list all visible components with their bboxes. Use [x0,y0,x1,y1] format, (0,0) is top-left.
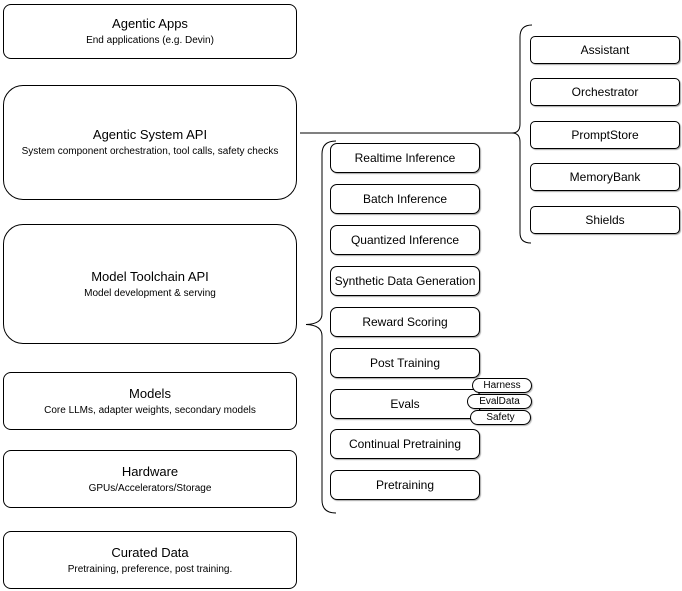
node-label: Evals [390,397,420,411]
node-label: Assistant [580,43,630,57]
node-subtitle: Model development & serving [84,287,216,299]
node-evals: Evals [330,389,480,419]
node-model-toolchain-api: Model Toolchain API Model development & … [3,224,297,344]
node-label: PromptStore [571,128,639,142]
node-subtitle: System component orchestration, tool cal… [21,146,279,157]
node-title: Curated Data [111,544,189,560]
node-synthetic-data-generation: Synthetic Data Generation [330,266,480,296]
badge-evaldata: EvalData [467,394,532,409]
node-pretraining: Pretraining [330,470,480,500]
badge-safety: Safety [470,410,531,425]
node-hardware: Hardware GPUs/Accelerators/Storage [3,450,297,508]
node-subtitle: Pretraining, preference, post training. [67,563,233,575]
badge-label: Safety [486,412,515,423]
node-post-training: Post Training [330,348,480,378]
node-label: MemoryBank [569,170,641,184]
node-orchestrator: Orchestrator [530,78,680,106]
node-title: Agentic System API [92,127,208,142]
agentic-components-brace [511,24,533,244]
node-label: Batch Inference [362,192,448,206]
node-curated-data: Curated Data Pretraining, preference, po… [3,531,297,589]
node-reward-scoring: Reward Scoring [330,307,480,337]
node-label: Reward Scoring [362,315,448,329]
node-continual-pretraining: Continual Pretraining [330,429,480,459]
node-subtitle: GPUs/Accelerators/Storage [88,482,212,494]
badge-label: EvalData [479,396,520,407]
badge-harness: Harness [472,378,532,393]
node-title: Agentic Apps [112,16,188,31]
node-memorybank: MemoryBank [530,163,680,191]
toolchain-brace [305,140,337,514]
node-agentic-system-api: Agentic System API System component orch… [3,85,297,200]
node-quantized-inference: Quantized Inference [330,225,480,255]
node-label: Continual Pretraining [348,437,462,451]
node-label: Pretraining [375,478,435,492]
node-label: Synthetic Data Generation [334,274,476,288]
node-title: Models [129,385,171,401]
node-realtime-inference: Realtime Inference [330,143,480,173]
node-title: Hardware [121,463,179,479]
node-promptstore: PromptStore [530,121,680,149]
node-label: Shields [585,213,625,227]
node-agentic-apps: Agentic Apps End applications (e.g. Devi… [3,4,297,59]
node-subtitle: End applications (e.g. Devin) [86,35,214,46]
node-subtitle: Core LLMs, adapter weights, secondary mo… [44,404,256,416]
node-assistant: Assistant [530,36,680,64]
node-models: Models Core LLMs, adapter weights, secon… [3,372,297,430]
node-shields: Shields [530,206,680,234]
badge-label: Harness [483,380,521,391]
node-label: Quantized Inference [350,233,460,247]
node-title: Model Toolchain API [91,268,209,284]
node-label: Orchestrator [571,85,639,99]
node-label: Realtime Inference [354,151,456,165]
node-batch-inference: Batch Inference [330,184,480,214]
node-label: Post Training [369,356,441,370]
